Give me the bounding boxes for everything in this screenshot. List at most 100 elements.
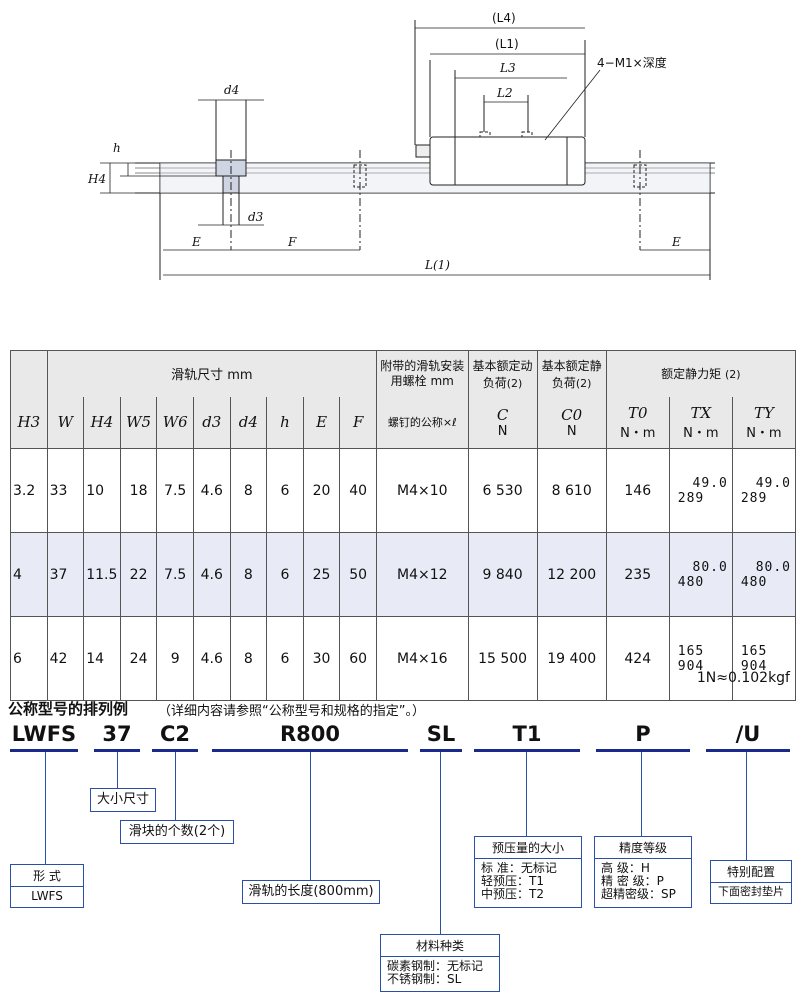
col-H4: H4 xyxy=(83,396,121,449)
cell: 22 xyxy=(119,532,158,617)
segment-size: 37 xyxy=(102,722,132,746)
cell: 6 530 xyxy=(467,448,538,533)
cell: 424 xyxy=(605,616,670,701)
cell: 6 xyxy=(10,616,48,701)
cell: 7.5 xyxy=(156,448,194,533)
cell: 4.6 xyxy=(192,616,231,701)
segment-special: /U xyxy=(735,722,761,746)
cell: 4.6 xyxy=(192,532,231,617)
cell: 235 xyxy=(605,532,670,617)
label-L: L(1) xyxy=(424,258,450,272)
unit-conversion: 1N≈0.102kgf xyxy=(696,670,790,686)
cell: 9 xyxy=(156,616,194,701)
segment-preload: T1 xyxy=(512,722,542,746)
label-E-right: E xyxy=(671,235,681,249)
label-L2: L2 xyxy=(496,86,513,100)
cell: 4 xyxy=(10,532,48,617)
cell: 15 500 xyxy=(467,616,538,701)
cell: 33 xyxy=(46,448,85,533)
label-h: h xyxy=(113,141,121,155)
header-moment: 额定静力矩 (2) xyxy=(605,350,797,397)
label-M1: 4−M1×深度 xyxy=(597,55,667,70)
cell: M4×12 xyxy=(376,532,469,617)
box-accuracy: 精度等级 高 级：H 精 密 级：P 超精密级：SP xyxy=(594,836,692,908)
box-preload: 预压量的大小 标 准：无标记 轻预压：T1 中预压：T2 xyxy=(474,836,582,908)
cell: 40 xyxy=(339,448,377,533)
col-h: h xyxy=(266,396,304,449)
cell: 12 200 xyxy=(536,532,607,617)
header-dynamic-load: 基本额定动负荷(2) xyxy=(467,350,538,397)
segment-material: SL xyxy=(426,722,456,746)
cell: 14 xyxy=(83,616,121,701)
cell: 30 xyxy=(302,616,341,701)
label-H4: H4 xyxy=(87,172,106,186)
cell: 6 xyxy=(266,532,304,617)
label-F: F xyxy=(287,235,297,249)
cell: 8 610 xyxy=(536,448,607,533)
rail-drawing: (L4) (L1) L3 L2 4−M1×深度 d4 h H4 d3 E F E… xyxy=(87,11,715,280)
table-row: 6 42 14 24 9 4.6 8 6 30 60 M4×16 15 500 … xyxy=(10,616,797,701)
cell: 146 xyxy=(605,448,670,533)
label-d4: d4 xyxy=(224,83,239,97)
cell: 11.5 xyxy=(83,532,121,617)
table-row: 3.2 33 10 18 7.5 4.6 8 6 20 40 M4×10 6 5… xyxy=(10,448,797,533)
segment-accuracy: P xyxy=(635,722,651,746)
cell: 37 xyxy=(46,532,85,617)
col-E: E xyxy=(302,396,341,449)
cell: 4.6 xyxy=(192,448,231,533)
cell: 60 xyxy=(339,616,377,701)
cell: 24 xyxy=(119,616,158,701)
box-type: 形 式 LWFS xyxy=(10,864,84,908)
header-static-load: 基本额定静负荷(2) xyxy=(536,350,607,397)
header-blank xyxy=(10,350,48,397)
col-d4: d4 xyxy=(229,396,268,449)
box-size: 大小尺寸 xyxy=(90,788,156,812)
box-length: 滑轨的长度(800mm) xyxy=(242,880,380,904)
col-bolt: 螺钉的公称×ℓ xyxy=(376,396,469,449)
col-W: W xyxy=(46,396,85,449)
cell: M4×10 xyxy=(376,448,469,533)
col-W5: W5 xyxy=(119,396,158,449)
label-E-left: E xyxy=(191,235,201,249)
cell: 7.5 xyxy=(156,532,194,617)
label-d3: d3 xyxy=(248,210,264,224)
header-bolt: 附带的滑轨安装用螺栓 mm xyxy=(376,350,469,397)
col-W6: W6 xyxy=(156,396,194,449)
box-blocks: 滑块的个数(2个) xyxy=(120,820,234,844)
cell: 8 xyxy=(229,448,268,533)
col-d3: d3 xyxy=(192,396,231,449)
box-special: 特别配置 下面密封垫片 xyxy=(710,860,792,904)
cell: 19 400 xyxy=(536,616,607,701)
cell: 9 840 xyxy=(467,532,538,617)
label-L4: (L4) xyxy=(492,11,516,25)
ordering-title: 公称型号的排列例 xyxy=(8,700,129,718)
cell: M4×16 xyxy=(376,616,469,701)
segment-type: LWFS xyxy=(11,722,77,746)
cell: 6 xyxy=(266,448,304,533)
cell: 8 xyxy=(229,532,268,617)
table-row: 4 37 11.5 22 7.5 4.6 8 6 25 50 M4×12 9 8… xyxy=(10,532,797,617)
cell: 10 xyxy=(83,448,121,533)
cell: 42 xyxy=(46,616,85,701)
ordering-note: （详细内容请参照“公称型号和规格的指定”。） xyxy=(158,704,425,719)
cell: 18 xyxy=(119,448,158,533)
cell: 20 xyxy=(302,448,341,533)
segment-length: R800 xyxy=(279,722,340,746)
spec-table: 滑轨尺寸 mm 附带的滑轨安装用螺栓 mm 基本额定动负荷(2) 基本额定静负荷… xyxy=(10,350,797,701)
cell: 6 xyxy=(266,616,304,701)
label-L3: L3 xyxy=(499,61,516,75)
segment-blocks: C2 xyxy=(159,722,191,746)
cell: 25 xyxy=(302,532,341,617)
cell: 3.2 xyxy=(10,448,48,533)
box-material: 材料种类 碳素钢制：无标记 不锈钢制：SL xyxy=(380,934,500,992)
